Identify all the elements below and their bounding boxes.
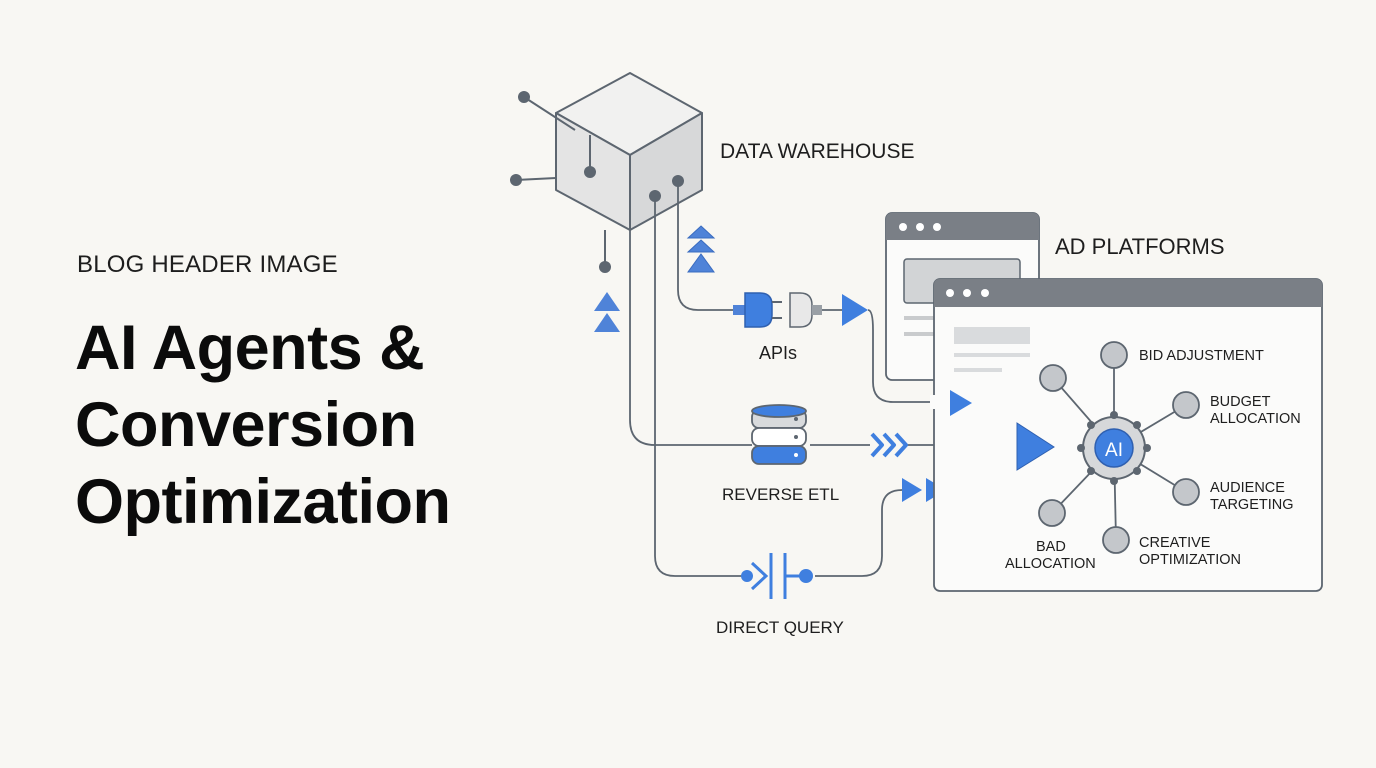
eyebrow-label: BLOG HEADER IMAGE (77, 251, 338, 278)
up-triangles-icon (594, 292, 620, 332)
node-budget-allocation (1172, 391, 1200, 419)
node-audience-targeting (1172, 478, 1200, 506)
ad-platforms-label: AD PLATFORMS (1055, 234, 1225, 259)
data-warehouse-cube-icon (555, 72, 703, 231)
apis-label: APIs (759, 343, 797, 363)
node-creative-optimization (1102, 526, 1130, 554)
creative-optimization-label-1: CREATIVE (1139, 535, 1211, 551)
cube-node-connectors (515, 96, 606, 266)
bid-adjustment-label: BID ADJUSTMENT (1139, 348, 1264, 364)
api-arrow-icon (842, 294, 868, 326)
headline-line-3: Optimization (75, 467, 451, 537)
audience-targeting-label-2: TARGETING (1210, 497, 1294, 513)
data-warehouse-label: DATA WAREHOUSE (720, 140, 914, 163)
bad-allocation-label-2: ALLOCATION (1005, 556, 1096, 572)
ads-entry-arrow-icon (950, 390, 972, 416)
direct-query-connector-icon (741, 553, 813, 599)
node-bad-allocation (1038, 499, 1066, 527)
budget-allocation-label-2: ALLOCATION (1210, 411, 1301, 427)
direct-query-arrow-icon (902, 478, 922, 502)
up-chevrons-icon (686, 225, 716, 273)
fast-forward-chevrons-icon (870, 432, 908, 458)
window-line-entry-gap (930, 395, 940, 409)
node-bid-adjustment (1100, 341, 1128, 369)
api-plug-icon (733, 292, 822, 328)
audience-targeting-label-1: AUDIENCE (1210, 480, 1285, 496)
database-icon (751, 404, 807, 465)
reverse-etl-label: REVERSE ETL (722, 485, 839, 504)
bad-allocation-label-1: BAD (1036, 539, 1066, 555)
ai-output-nodes (1038, 341, 1200, 554)
ai-hub-label: AI (1105, 440, 1123, 461)
headline-line-1: AI Agents & (75, 313, 425, 383)
direct-query-label: DIRECT QUERY (716, 618, 844, 637)
ai-input-arrow-icon (1016, 422, 1055, 471)
headline: AI Agents & Conversion Optimization (75, 310, 451, 541)
node-unlabeled (1039, 364, 1067, 392)
ai-gear-icon (1077, 411, 1151, 485)
headline-line-2: Conversion (75, 390, 417, 460)
creative-optimization-label-2: OPTIMIZATION (1139, 552, 1241, 568)
budget-allocation-label-1: BUDGET (1210, 394, 1271, 410)
